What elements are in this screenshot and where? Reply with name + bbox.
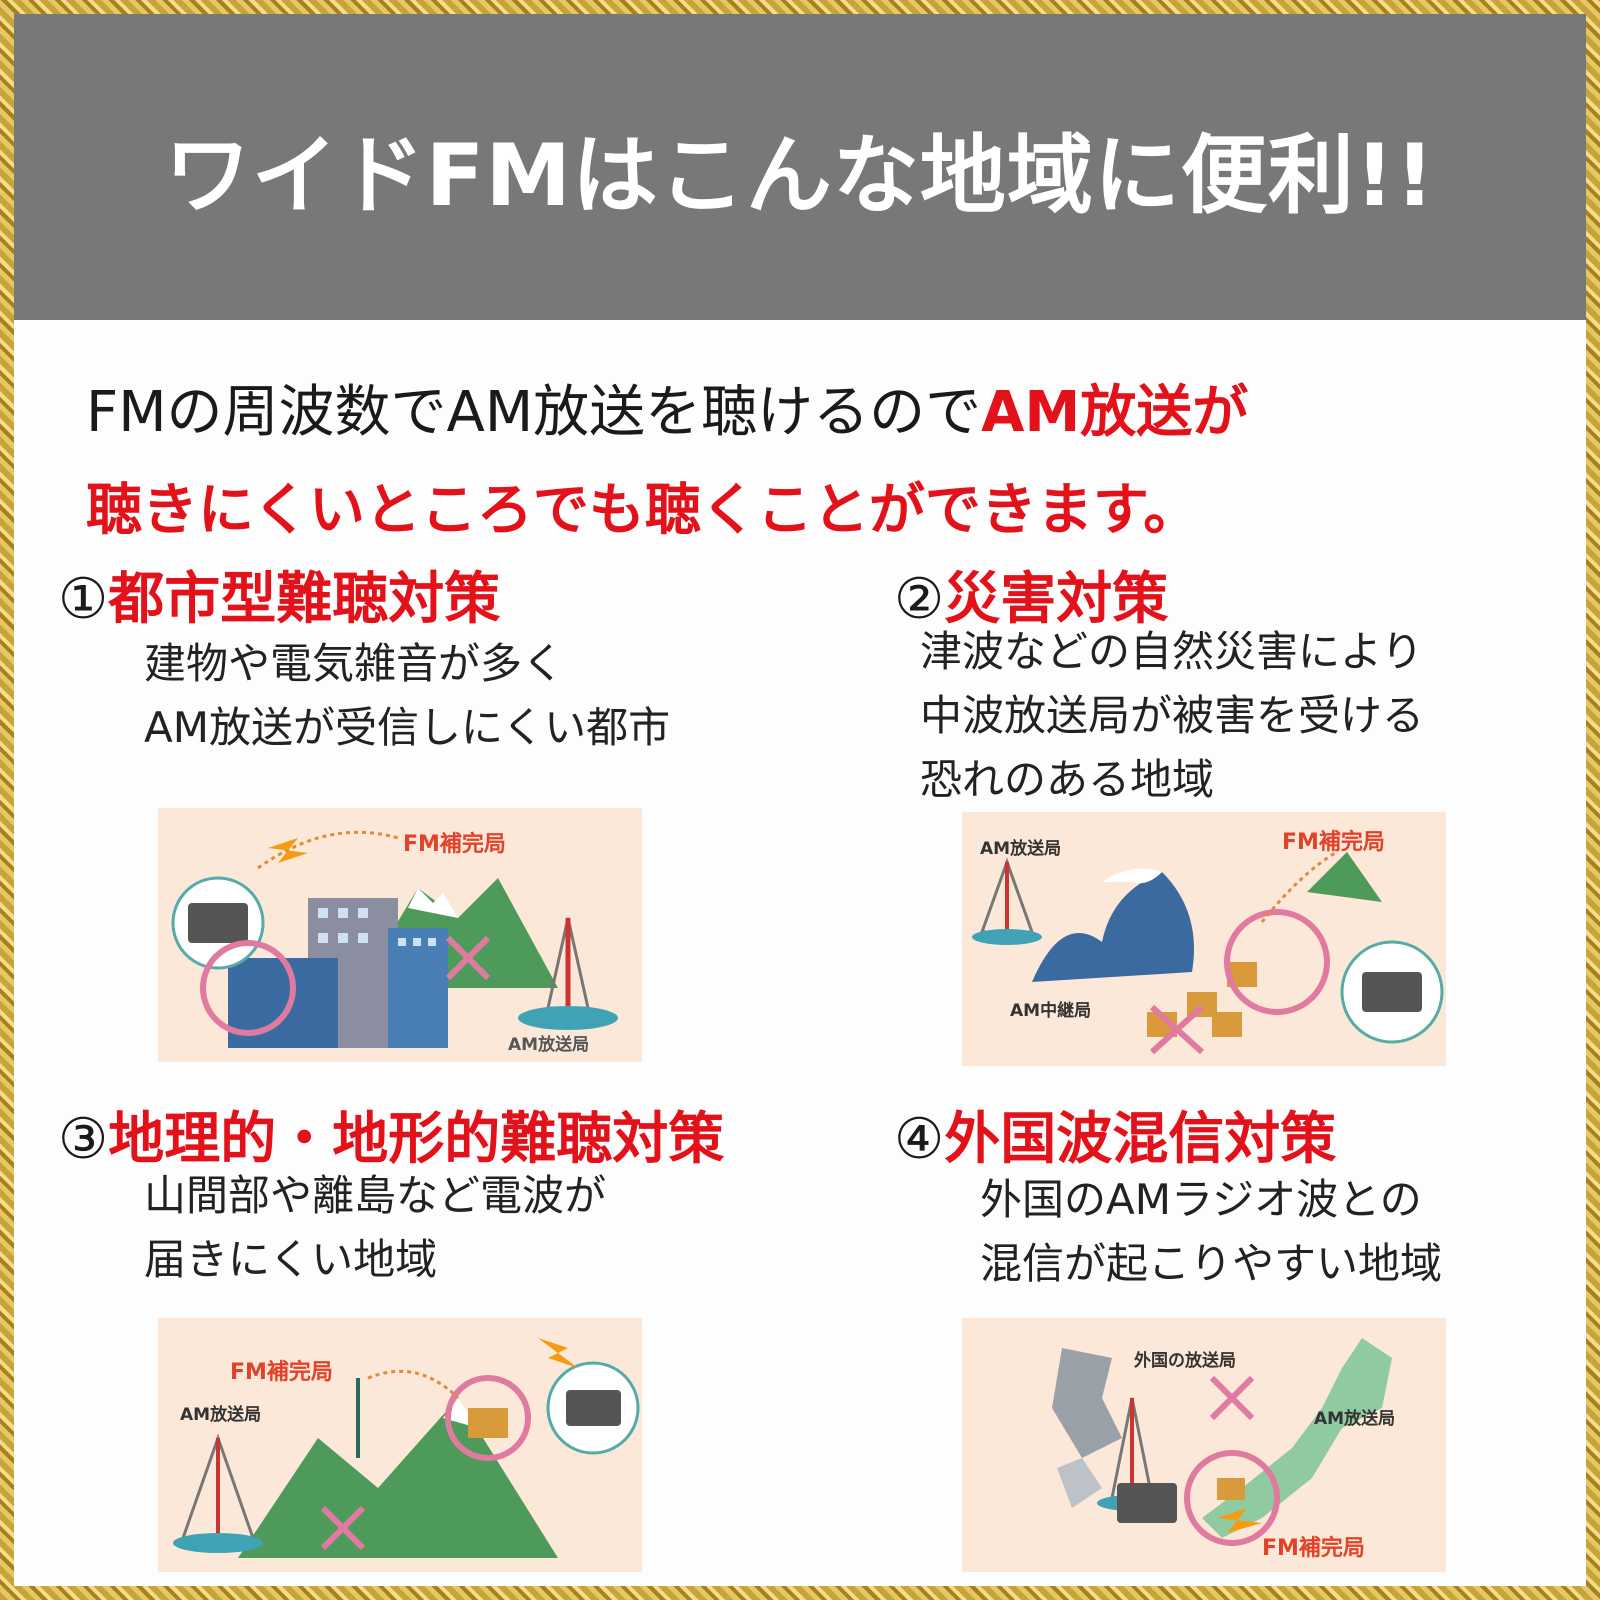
interference-illustration: 外国の放送局 AM放送局 FM補完局 [962,1318,1446,1572]
section-4-description: 外国のAMラジオ波との 混信が起こりやすい地域 [980,1168,1442,1296]
section-1-line: 建物や電気雑音が多く [144,639,565,688]
content-card: ワイドFMはこんな地域に便利!! FMの周波数でAM放送を聴けるのでAM放送が … [14,14,1586,1586]
intro-line2-highlight: 聴きにくいところでも聴くことができます。 [86,478,1200,543]
section-2-line: 恐れのある地域 [920,755,1215,804]
intro-text: FMの周波数でAM放送を聴けるのでAM放送が 聴きにくいところでも聴くことができ… [86,364,1566,560]
illus-2-label-fm: FM補完局 [1282,830,1385,855]
section-2-line: 中波放送局が被害を受ける [920,691,1425,740]
section-2-description: 津波などの自然災害により 中波放送局が被害を受ける 恐れのある地域 [920,620,1424,812]
illus-1-label-am: AM放送局 [508,1035,590,1055]
illus-2-label-am: AM放送局 [980,839,1062,859]
section-3-number: ③ [58,1107,109,1172]
section-4-heading: ④外国波混信対策 [894,1094,1336,1175]
section-1-title: 都市型難聴対策 [108,567,501,632]
illus-2-label-relay: AM中継局 [1010,1001,1092,1021]
section-4-number: ④ [894,1107,945,1172]
section-2-number: ② [894,567,945,632]
section-4-line: 混信が起こりやすい地域 [980,1239,1443,1288]
section-3-line: 山間部や離島など電波が [144,1171,607,1220]
section-3-heading: ③地理的・地形的難聴対策 [58,1094,724,1175]
terrain-illustration: FM補完局 AM放送局 [158,1318,642,1572]
urban-illustration: FM補完局 AM放送局 [158,808,642,1062]
section-1-description: 建物や電気雑音が多く AM放送が受信しにくい都市 [144,632,670,760]
section-2-title: 災害対策 [944,567,1169,632]
section-4-title: 外国波混信対策 [944,1107,1337,1172]
section-1-heading: ①都市型難聴対策 [58,554,500,635]
section-2-line: 津波などの自然災害により [920,627,1424,676]
intro-part1: FMの周波数でAM放送を聴けるので [86,380,982,445]
section-1-line: AM放送が受信しにくい都市 [144,703,671,752]
section-3-title: 地理的・地形的難聴対策 [108,1107,725,1172]
intro-part2-highlight: AM放送が [981,380,1249,445]
section-3-line: 届きにくい地域 [144,1235,438,1284]
section-1-number: ① [58,567,109,632]
illus-3-label-fm: FM補完局 [230,1360,333,1385]
page-title: ワイドFMはこんな地域に便利!! [164,125,1436,226]
illus-3-label-am: AM放送局 [180,1405,262,1425]
section-2-heading: ②災害対策 [894,554,1168,635]
header-banner: ワイドFMはこんな地域に便利!! [14,14,1586,320]
disaster-illustration: AM放送局 FM補完局 AM中継局 [962,812,1446,1066]
section-3-description: 山間部や離島など電波が 届きにくい地域 [144,1164,606,1292]
section-4-line: 外国のAMラジオ波との [980,1175,1422,1224]
illus-4-label-foreign: 外国の放送局 [1134,1351,1236,1371]
illus-1-label-fm: FM補完局 [403,832,506,857]
illus-4-label-fm: FM補完局 [1262,1536,1365,1561]
illus-4-label-am: AM放送局 [1314,1409,1396,1429]
